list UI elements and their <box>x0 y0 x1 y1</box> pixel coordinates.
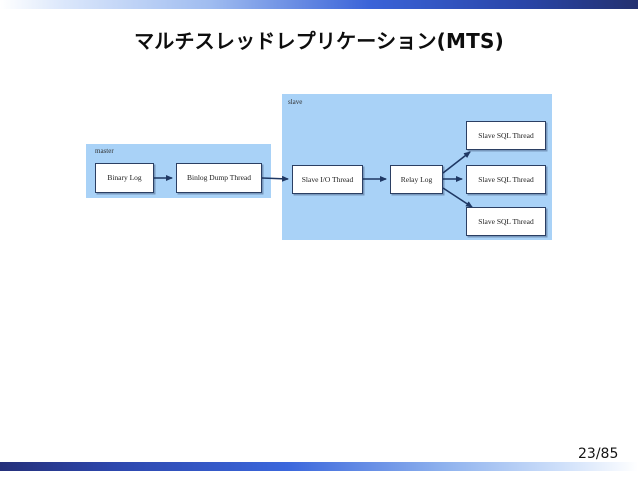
zone-label-slave: slave <box>288 98 303 106</box>
node-slave-sql-thread-1-label: Slave SQL Thread <box>478 130 534 140</box>
page-title: マルチスレッドレプリケーション(MTS) <box>134 29 504 53</box>
node-binary-log[interactable]: Binary Log <box>95 163 154 193</box>
node-slave-sql-thread-1[interactable]: Slave SQL Thread <box>466 121 546 150</box>
node-slave-io-thread[interactable]: Slave I/O Thread <box>292 165 363 194</box>
node-slave-sql-thread-3[interactable]: Slave SQL Thread <box>466 207 546 236</box>
node-binlog-dump-thread[interactable]: Binlog Dump Thread <box>176 163 262 193</box>
page-number: 23/85 <box>578 446 619 462</box>
node-relay-log-label: Relay Log <box>400 174 433 184</box>
zone-label-master: master <box>95 147 114 155</box>
node-binary-log-label: Binary Log <box>107 173 142 183</box>
node-slave-sql-thread-2-label: Slave SQL Thread <box>478 174 534 184</box>
node-slave-io-thread-label: Slave I/O Thread <box>301 174 354 184</box>
top-accent-bar <box>0 0 638 9</box>
bottom-accent-bar <box>0 462 638 471</box>
node-relay-log[interactable]: Relay Log <box>390 165 443 194</box>
node-slave-sql-thread-3-label: Slave SQL Thread <box>478 216 534 226</box>
node-slave-sql-thread-2[interactable]: Slave SQL Thread <box>466 165 546 194</box>
node-binlog-dump-thread-label: Binlog Dump Thread <box>186 173 252 183</box>
